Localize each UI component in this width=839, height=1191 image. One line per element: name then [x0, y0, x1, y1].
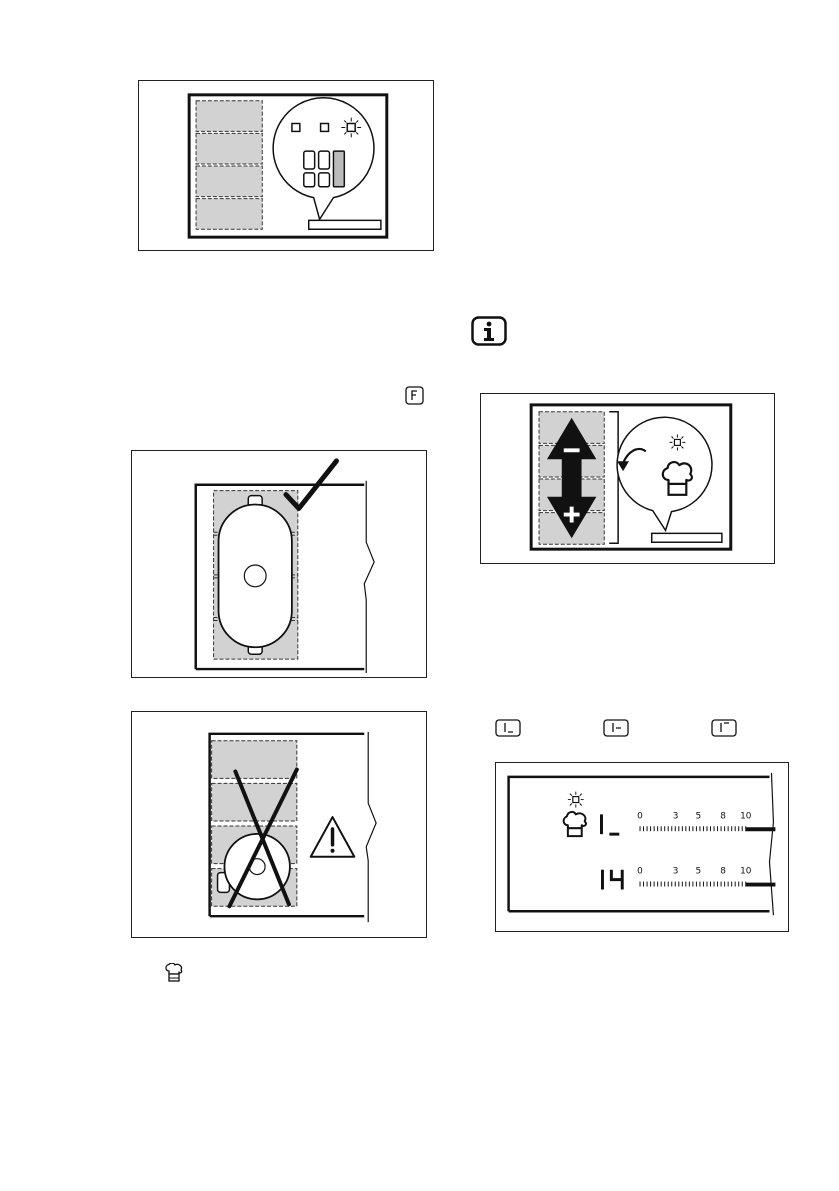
power-slider-drawing: [481, 394, 774, 563]
control-panel-drawing: [139, 81, 433, 250]
figure-display-scales: 0 3 5 8 10 0 3 5 8 10: [495, 762, 789, 932]
chef-hat-icon: [165, 963, 183, 983]
figure-control-panel: [138, 80, 434, 251]
f-key-icon: [405, 386, 424, 405]
scale-tick-label: 0: [637, 867, 643, 877]
scale-tick-label: 5: [696, 867, 702, 877]
scale-tick-label: 10: [740, 811, 752, 821]
scale-tick-label: 3: [673, 811, 679, 821]
figure-incorrect-placement: [131, 711, 427, 938]
scale-tick-label: 8: [720, 811, 726, 821]
scale-tick-label: 5: [696, 811, 702, 821]
digits-14-icon: [602, 870, 622, 890]
power-scale-row-2: 0 3 5 8 10: [637, 867, 775, 887]
info-icon: [471, 316, 507, 346]
scale-tick-label: 8: [720, 867, 726, 877]
figure-power-slider: [480, 393, 775, 564]
correct-placement-drawing: [132, 451, 426, 677]
scale-tick-label: 10: [740, 867, 752, 877]
power-scale-row-1: 0 3 5 8 10: [637, 811, 775, 831]
incorrect-placement-drawing: [132, 712, 426, 937]
level-1-low-icon: [495, 719, 521, 737]
chef-hat-icon: [564, 812, 586, 836]
figure-correct-placement: [131, 450, 427, 678]
digit-1-low-icon: [601, 814, 619, 834]
warning-triangle-icon: [311, 817, 355, 857]
scale-tick-label: 3: [673, 867, 679, 877]
level-1-mid-icon: [603, 719, 629, 737]
level-1-high-icon: [711, 719, 737, 737]
blinking-indicator-icon: [670, 435, 686, 451]
blinking-indicator-icon: [568, 792, 584, 808]
display-scales-drawing: 0 3 5 8 10 0 3 5 8 10: [496, 763, 788, 931]
scale-tick-label: 0: [637, 811, 643, 821]
